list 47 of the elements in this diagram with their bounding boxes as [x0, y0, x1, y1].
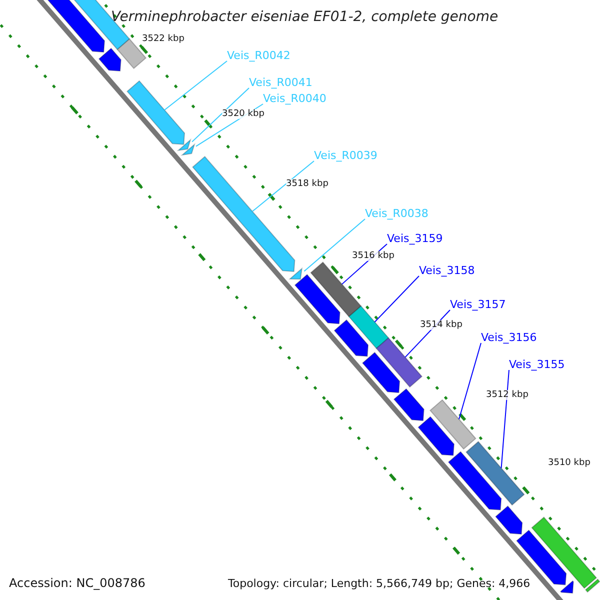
gene-feature: [560, 580, 574, 594]
gene-feature: [178, 139, 191, 151]
leader-line: [252, 160, 314, 212]
gene-block: [310, 262, 362, 318]
accession-text: Accession: NC_008786: [9, 577, 146, 591]
scale-label: 3516 kbp: [352, 251, 394, 262]
gene-feature: [126, 80, 186, 145]
gene-label: Veis_3158: [419, 265, 475, 278]
title: Verminephrobacter eiseniae EF01-2, complete genome: [111, 9, 498, 26]
leader-line: [304, 218, 366, 272]
gene-feature: [418, 416, 455, 456]
gene-block: [531, 516, 598, 589]
gene-feature: [334, 319, 369, 357]
gene-label: Veis_3155: [509, 359, 565, 372]
gene-feature: [495, 505, 523, 535]
leader-line: [458, 342, 482, 420]
gene-feature: [294, 274, 340, 324]
scale-label: 3514 kbp: [420, 320, 462, 330]
gene-block: [376, 337, 423, 388]
leader-line: [500, 370, 510, 469]
leader-line: [374, 276, 420, 323]
scale-label: 3510 kbp: [548, 458, 590, 468]
gene-label: Veis_R0038: [365, 208, 428, 221]
gene-block: [466, 440, 525, 506]
gene-label: Veis_R0040: [263, 93, 326, 106]
gene-label: Veis_3157: [450, 299, 506, 312]
gene-feature: [393, 388, 424, 422]
genome-info-text: Topology: circular; Length: 5,566,749 bp; Genes: 4,966: [228, 578, 530, 591]
scale-label: 3512 kbp: [486, 390, 528, 400]
gene-label: Veis_R0042: [227, 50, 290, 63]
gene-block: [584, 578, 600, 593]
scale-label: 3522 kbp: [142, 34, 184, 44]
gene-label: Veis_R0041: [249, 77, 312, 90]
leader-line: [164, 60, 228, 111]
gene-label: Veis_R0039: [314, 150, 378, 163]
scale-label: 3520 kbp: [222, 109, 264, 120]
leader-line: [192, 88, 250, 142]
gene-feature: [448, 451, 502, 510]
scale-label: 3518 kbp: [286, 179, 328, 190]
gene-feature: [362, 352, 400, 394]
gene-label: Veis_3156: [481, 332, 537, 345]
gene-block: [430, 399, 476, 450]
gene-block: [348, 305, 390, 350]
gene-feature: [289, 268, 302, 280]
gene-feature: [98, 48, 122, 72]
gene-label: Veis_3159: [387, 233, 443, 246]
gene-feature: [182, 144, 195, 156]
